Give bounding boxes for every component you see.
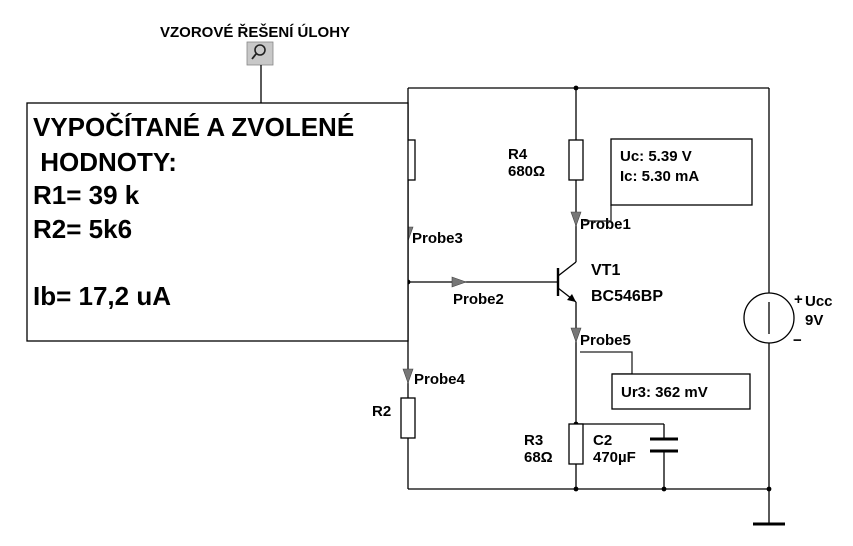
- vt1-label: VT1: [591, 262, 620, 279]
- probe1-current: Ic: 5.30 mA: [620, 168, 699, 185]
- probe2-label: Probe2: [453, 291, 504, 308]
- probe4-arrow-icon[interactable]: [402, 368, 414, 384]
- r4-value: 680Ω: [508, 163, 545, 180]
- probe5-label: Probe5: [580, 332, 631, 349]
- resistor-r3[interactable]: [568, 423, 584, 465]
- probe1-label: Probe1: [580, 216, 631, 233]
- capacitor-c2[interactable]: [650, 437, 678, 453]
- probe5-readout: Ur3: 362 mV: [611, 373, 751, 410]
- page-title: VZOROVÉ ŘEŠENÍ ÚLOHY: [160, 23, 350, 41]
- r3-value: 68Ω: [524, 449, 553, 466]
- resistor-r4[interactable]: [568, 139, 584, 181]
- r4-label: R4: [508, 146, 528, 163]
- probe5-leader: [580, 351, 633, 375]
- note-line-1: VYPOČÍTANÉ A ZVOLENÉ: [33, 112, 354, 142]
- note-line-r2: R2= 5k6: [33, 214, 132, 244]
- probe4-label: Probe4: [414, 371, 466, 388]
- probe1-voltage: Uc: 5.39 V: [620, 148, 692, 165]
- note-line-ib: Ib= 17,2 uA: [33, 281, 171, 311]
- probe1-readout: Uc: 5.39 V Ic: 5.30 mA: [610, 138, 753, 206]
- resistor-r2[interactable]: [400, 397, 416, 439]
- note-line-2: HODNOTY:: [33, 147, 177, 177]
- probe5-voltage: Ur3: 362 mV: [621, 384, 708, 401]
- transistor-vt1[interactable]: [556, 261, 577, 303]
- probe1-arrow-icon[interactable]: [570, 211, 582, 227]
- voltage-source-ucc[interactable]: [743, 292, 795, 344]
- ucc-minus: −: [793, 332, 802, 349]
- note-box: VYPOČÍTANÉ A ZVOLENÉ HODNOTY: R1= 39 k R…: [26, 102, 409, 342]
- c2-label: C2: [593, 432, 612, 449]
- probe5-arrow-icon[interactable]: [570, 327, 582, 343]
- ucc-value: 9V: [805, 312, 823, 329]
- vt1-value: BC546BP: [591, 288, 663, 305]
- probe3-label: Probe3: [412, 230, 463, 247]
- r2-label: R2: [372, 403, 391, 420]
- ucc-plus: +: [794, 291, 803, 308]
- note-line-r1: R1= 39 k: [33, 180, 140, 210]
- ucc-label: Ucc: [805, 293, 833, 310]
- r3-label: R3: [524, 432, 543, 449]
- c2-value: 470µF: [593, 449, 636, 466]
- probe-icon[interactable]: [246, 41, 274, 66]
- probe2-arrow-icon[interactable]: [451, 276, 467, 288]
